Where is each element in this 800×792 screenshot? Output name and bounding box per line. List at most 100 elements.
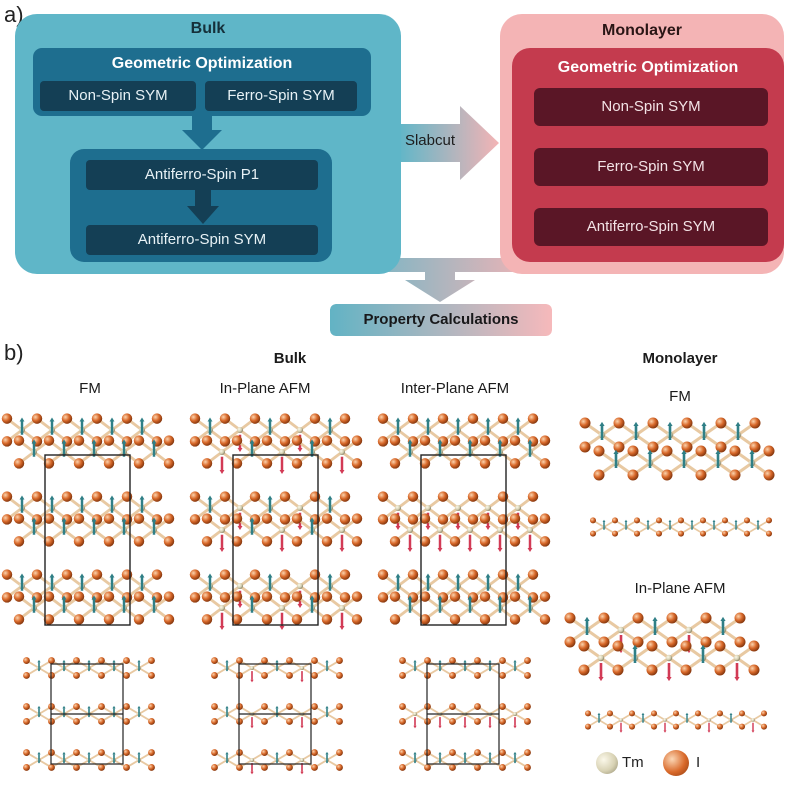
spin-up-arrow	[395, 573, 401, 591]
spin-up-arrow	[735, 421, 741, 440]
spin-up-arrow	[37, 751, 41, 764]
spin-up-arrow	[327, 495, 333, 513]
spin-down-arrow	[219, 534, 225, 553]
spin-up-arrow	[646, 519, 650, 530]
mono-fm-label: FM	[669, 388, 691, 405]
spin-up-arrow	[325, 659, 329, 672]
spin-up-arrow	[37, 705, 41, 718]
mono-afm-structure	[564, 612, 760, 682]
spin-up-arrow	[137, 659, 141, 672]
bulk-ferro-spin-step: Ferro-Spin SYM	[205, 81, 357, 111]
spin-up-arrow	[275, 705, 279, 718]
spin-up-arrow	[633, 421, 639, 440]
spin-up-arrow	[31, 595, 37, 613]
bulk-fm-side-view	[23, 657, 155, 771]
spin-down-arrow	[437, 534, 443, 553]
spin-down-arrow	[619, 722, 623, 733]
bulk-geo-opt-title: Geometric Optimization	[111, 55, 293, 72]
spin-up-arrow	[624, 519, 628, 530]
spin-up-arrow	[151, 595, 157, 613]
spin-up-arrow	[31, 517, 37, 535]
spin-up-arrow	[207, 573, 213, 591]
spin-up-arrow	[497, 439, 503, 457]
spin-up-arrow	[685, 712, 689, 723]
spin-down-arrow	[497, 534, 503, 553]
mono-fm-structure	[579, 417, 775, 481]
spin-up-arrow	[749, 449, 755, 468]
spin-down-arrow	[463, 717, 467, 729]
spin-up-arrow	[19, 573, 25, 591]
spin-up-arrow	[309, 595, 315, 613]
spin-down-arrow	[663, 722, 667, 733]
spin-up-arrow	[151, 517, 157, 535]
slabcut-arrow	[398, 106, 499, 180]
spin-up-arrow	[87, 751, 91, 764]
afm-down-arrow	[187, 190, 219, 224]
spin-up-arrow	[137, 751, 141, 764]
spin-down-arrow	[300, 671, 304, 683]
monolayer-geo-opt-title: Geometric Optimization	[557, 59, 739, 76]
spin-up-arrow	[112, 751, 116, 764]
spin-up-arrow	[602, 519, 606, 530]
spin-down-arrow	[598, 663, 604, 682]
mono-non-spin-step: Non-Spin SYM	[534, 88, 768, 126]
spin-up-arrow	[112, 705, 116, 718]
spin-down-arrow	[339, 612, 345, 631]
spin-up-arrow	[87, 659, 91, 672]
spin-up-arrow	[712, 519, 716, 530]
spin-down-arrow	[279, 456, 285, 475]
bulk-fm-structure	[1, 413, 175, 626]
spin-up-arrow	[467, 439, 473, 457]
spin-down-arrow	[734, 663, 740, 682]
spin-up-arrow	[275, 751, 279, 764]
spin-up-arrow	[597, 712, 601, 723]
spin-up-arrow	[527, 439, 533, 457]
spin-up-arrow	[667, 421, 673, 440]
spin-down-arrow	[300, 763, 304, 775]
spin-up-arrow	[109, 417, 115, 435]
spin-up-arrow	[527, 595, 533, 613]
spin-up-arrow	[438, 659, 442, 672]
spin-up-arrow	[267, 495, 273, 513]
spin-up-arrow	[690, 519, 694, 530]
spin-up-arrow	[275, 659, 279, 672]
spin-up-arrow	[425, 417, 431, 435]
spin-down-arrow	[527, 534, 533, 553]
spin-down-arrow	[751, 722, 755, 733]
bulk-fm-label: FM	[79, 380, 101, 397]
spin-up-arrow	[207, 417, 213, 435]
spin-up-arrow	[729, 712, 733, 723]
spin-up-arrow	[31, 439, 37, 457]
spin-up-arrow	[455, 417, 461, 435]
spin-up-arrow	[249, 517, 255, 535]
spin-up-arrow	[61, 517, 67, 535]
spin-up-arrow	[407, 595, 413, 613]
spin-down-arrow	[488, 717, 492, 729]
spin-up-arrow	[325, 751, 329, 764]
bulk-interplane-afm-side-view	[399, 657, 531, 771]
bulk-inplane-afm-side-view	[211, 657, 343, 775]
bulk-inplane-afm-label: In-Plane AFM	[219, 380, 311, 397]
spin-up-arrow	[463, 751, 467, 764]
spin-up-arrow	[91, 517, 97, 535]
spin-up-arrow	[121, 517, 127, 535]
spin-up-arrow	[413, 751, 417, 764]
spin-up-arrow	[327, 573, 333, 591]
spin-up-arrow	[485, 573, 491, 591]
spin-up-arrow	[225, 705, 229, 718]
spin-up-arrow	[455, 573, 461, 591]
spin-up-arrow	[91, 439, 97, 457]
spin-down-arrow	[407, 534, 413, 553]
spin-up-arrow	[139, 495, 145, 513]
spin-up-arrow	[437, 439, 443, 457]
spin-up-arrow	[151, 439, 157, 457]
spin-up-arrow	[267, 417, 273, 435]
spin-up-arrow	[734, 519, 738, 530]
spin-up-arrow	[49, 495, 55, 513]
spin-up-arrow	[139, 417, 145, 435]
spin-up-arrow	[49, 417, 55, 435]
spin-down-arrow	[250, 671, 254, 683]
spin-up-arrow	[79, 417, 85, 435]
spin-up-arrow	[584, 616, 590, 635]
spin-up-arrow	[19, 417, 25, 435]
